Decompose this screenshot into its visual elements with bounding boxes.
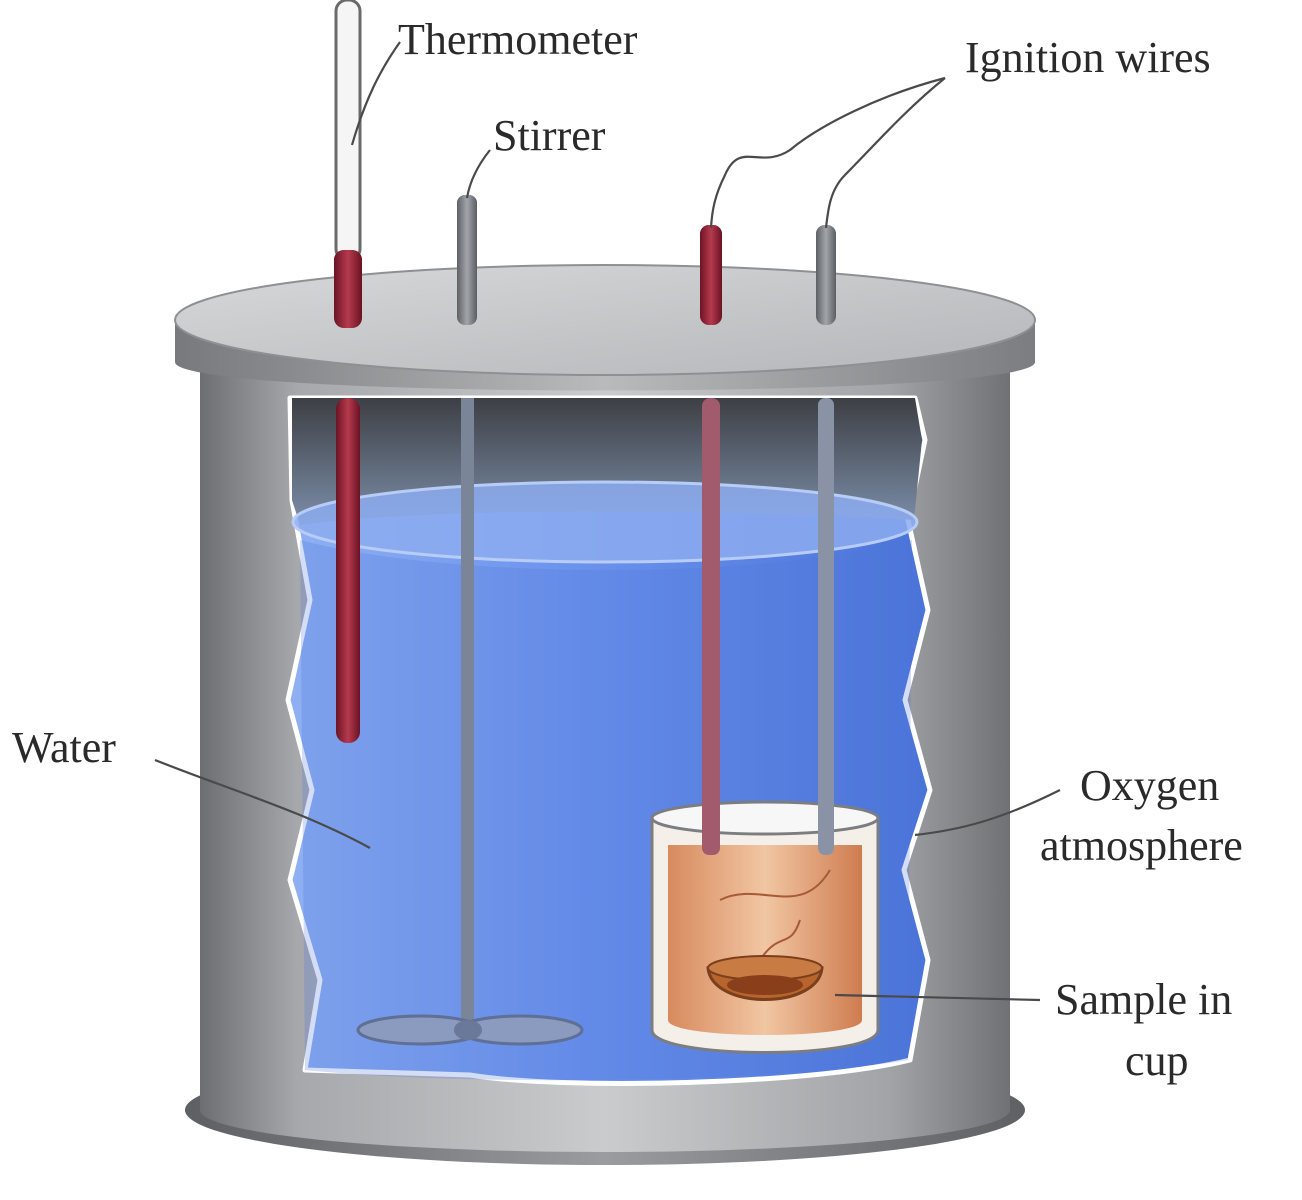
label-oxygen-line2: atmosphere — [1040, 821, 1243, 870]
stirrer-paddle — [356, 1014, 584, 1046]
water-surface — [293, 482, 917, 562]
label-sample-line2: cup — [1125, 1036, 1189, 1085]
leader-stirrer — [465, 149, 491, 199]
label-sample-line1: Sample in — [1055, 975, 1232, 1024]
leader-ignition-gray — [824, 77, 946, 229]
leader-lines — [154, 41, 1061, 1002]
leader-water — [154, 758, 371, 849]
bomb-vessel — [650, 795, 880, 1054]
leader-ignition-red — [709, 76, 946, 229]
label-thermometer: Thermometer — [398, 15, 638, 64]
label-ignition-wires: Ignition wires — [965, 33, 1211, 82]
calorimeter-lid — [174, 195, 1036, 391]
label-oxygen-line1: Oxygen — [1080, 761, 1219, 810]
leader-oxygen — [914, 789, 1061, 837]
leader-sample — [834, 993, 1041, 1002]
label-water: Water — [12, 723, 116, 772]
sample-cup — [706, 955, 824, 1001]
label-stirrer: Stirrer — [493, 111, 606, 160]
leader-thermometer — [350, 41, 401, 146]
